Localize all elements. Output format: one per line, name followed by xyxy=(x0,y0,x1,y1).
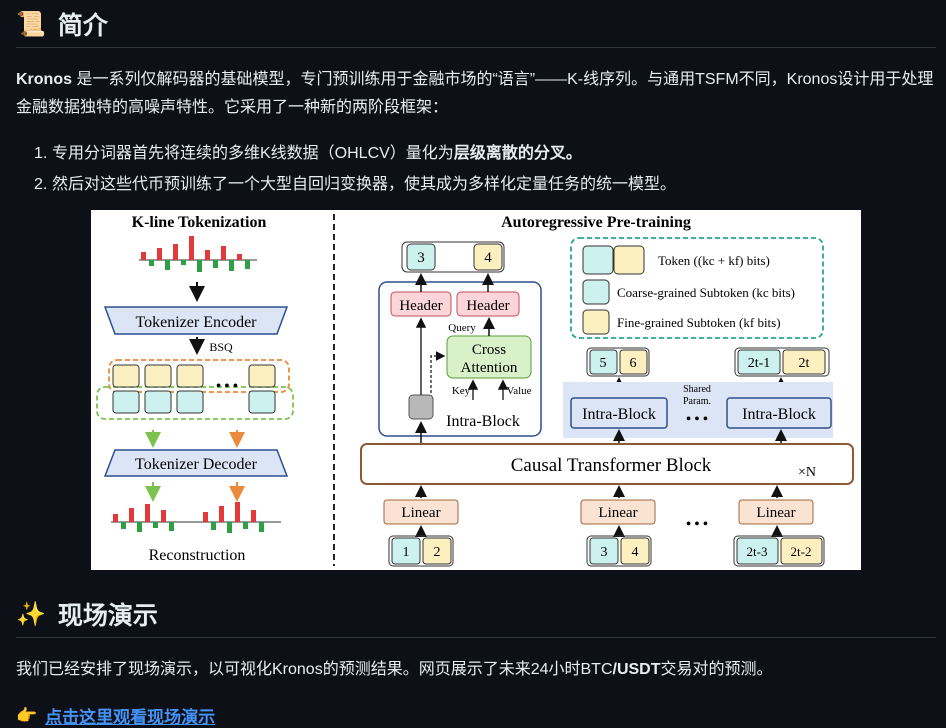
svg-text:2t-2: 2t-2 xyxy=(791,544,812,559)
intra-block-left: Intra-Block xyxy=(570,397,668,429)
svg-text:Attention: Attention xyxy=(461,360,518,376)
kline-chart-input xyxy=(139,236,257,272)
intro-heading: 📜 简介 xyxy=(16,6,108,42)
svg-text:Linear: Linear xyxy=(598,505,637,521)
svg-text:6: 6 xyxy=(630,356,637,371)
heading-divider xyxy=(16,47,936,48)
linear-column-2: Linear 3 4 xyxy=(580,485,656,567)
bsq-label: BSQ xyxy=(209,340,233,354)
svg-text:Shared: Shared xyxy=(683,384,711,395)
intra-block-right: Intra-Block xyxy=(726,397,832,429)
linear-ellipsis: • • • xyxy=(686,517,708,532)
brand-name: Kronos xyxy=(16,71,72,88)
svg-text:1: 1 xyxy=(403,545,410,560)
svg-text:Intra-Block: Intra-Block xyxy=(582,406,656,423)
svg-text:Fine-grained Subtoken (kf bits: Fine-grained Subtoken (kf bits) xyxy=(617,315,781,330)
svg-text:Tokenizer Encoder: Tokenizer Encoder xyxy=(135,314,257,331)
demo-paragraph: 我们已经安排了现场演示，以可视化Kronos的预测结果。网页展示了未来24小时B… xyxy=(16,661,773,678)
svg-text:Header: Header xyxy=(466,298,509,314)
svg-text:Key: Key xyxy=(452,385,471,397)
list-item: 1. 专用分词器首先将连续的多维K线数据（OHLCV）量化为层级离散的分叉。 xyxy=(34,145,582,162)
sparkles-icon: ✨ xyxy=(16,600,46,628)
heading-divider xyxy=(16,637,936,638)
svg-text:Intra-Block: Intra-Block xyxy=(446,413,520,430)
steps-list: 1. 专用分词器首先将连续的多维K线数据（OHLCV）量化为层级离散的分叉。 2… xyxy=(34,138,676,200)
pointing-hand-icon: 👉 xyxy=(16,705,38,725)
svg-text:2t-3: 2t-3 xyxy=(747,544,768,559)
svg-text:Tokenizer Decoder: Tokenizer Decoder xyxy=(135,456,258,473)
svg-text:2t: 2t xyxy=(799,356,810,371)
token-grid: • • • xyxy=(96,359,294,420)
mid-tokens-left: 5 6 xyxy=(586,347,650,377)
svg-text:Query: Query xyxy=(448,322,476,334)
kline-chart-reconstruction xyxy=(111,502,281,533)
svg-text:3: 3 xyxy=(417,250,425,266)
svg-text:Cross: Cross xyxy=(472,342,506,358)
svg-text:Value: Value xyxy=(506,385,531,397)
mid-tokens-right: 2t-1 2t xyxy=(734,347,830,377)
intro-text: 是一系列仅解码器的基础模型，专门预训练用于金融市场的“语言”——K-线序列。与通… xyxy=(16,71,934,116)
svg-text:• • •: • • • xyxy=(216,379,238,394)
svg-text:• • •: • • • xyxy=(686,412,708,427)
svg-text:Header: Header xyxy=(399,298,442,314)
svg-text:Param.: Param. xyxy=(683,396,711,407)
svg-text:4: 4 xyxy=(632,545,639,560)
reconstruction-label: Reconstruction xyxy=(149,547,246,564)
architecture-figure: K-line Tokenization Tokenizer Encoder BS… xyxy=(91,210,861,570)
legend: Token ((kc + kf) bits) Coarse-grained Su… xyxy=(570,237,824,339)
svg-text:2t-1: 2t-1 xyxy=(748,356,771,371)
scroll-icon: 📜 xyxy=(16,10,46,38)
svg-text:3: 3 xyxy=(601,545,608,560)
tokenizer-encoder: Tokenizer Encoder xyxy=(103,306,289,335)
svg-text:4: 4 xyxy=(484,250,492,266)
intro-paragraph: Kronos 是一系列仅解码器的基础模型，专门预训练用于金融市场的“语言”——K… xyxy=(16,66,934,122)
intro-heading-text: 简介 xyxy=(57,12,108,40)
linear-column-1: Linear 1 2 xyxy=(383,485,459,567)
intra-block-detail: Header Header Query Cross Attention Key … xyxy=(378,273,542,450)
svg-text:Intra-Block: Intra-Block xyxy=(742,406,816,423)
output-tokens: 3 4 xyxy=(401,241,505,273)
svg-text:2: 2 xyxy=(434,545,441,560)
linear-column-3: Linear 2t-3 2t-2 xyxy=(733,485,825,567)
live-demo-row: 👉 点击这里观看现场演示 xyxy=(16,703,215,728)
svg-text:Linear: Linear xyxy=(756,505,795,521)
svg-text:5: 5 xyxy=(600,356,607,371)
causal-transformer-block: Causal Transformer Block ×N xyxy=(360,443,854,485)
demo-heading: ✨ 现场演示 xyxy=(16,596,158,632)
left-panel-title: K-line Tokenization xyxy=(132,214,267,231)
svg-text:Coarse-grained Subtoken (kc bi: Coarse-grained Subtoken (kc bits) xyxy=(617,285,795,300)
svg-text:Linear: Linear xyxy=(401,505,440,521)
tokenizer-decoder: Tokenizer Decoder xyxy=(103,449,289,477)
right-panel-title: Autoregressive Pre-training xyxy=(501,214,691,231)
svg-text:Causal Transformer Block: Causal Transformer Block xyxy=(511,455,712,476)
svg-text:Token ((kc + kf) bits): Token ((kc + kf) bits) xyxy=(658,253,770,268)
list-item: 2. 然后对这些代币预训练了一个大型自回归变换器，使其成为多样化定量任务的统一模… xyxy=(34,176,677,193)
live-demo-link[interactable]: 点击这里观看现场演示 xyxy=(45,708,216,727)
demo-heading-text: 现场演示 xyxy=(57,602,158,630)
svg-text:×N: ×N xyxy=(798,465,816,480)
